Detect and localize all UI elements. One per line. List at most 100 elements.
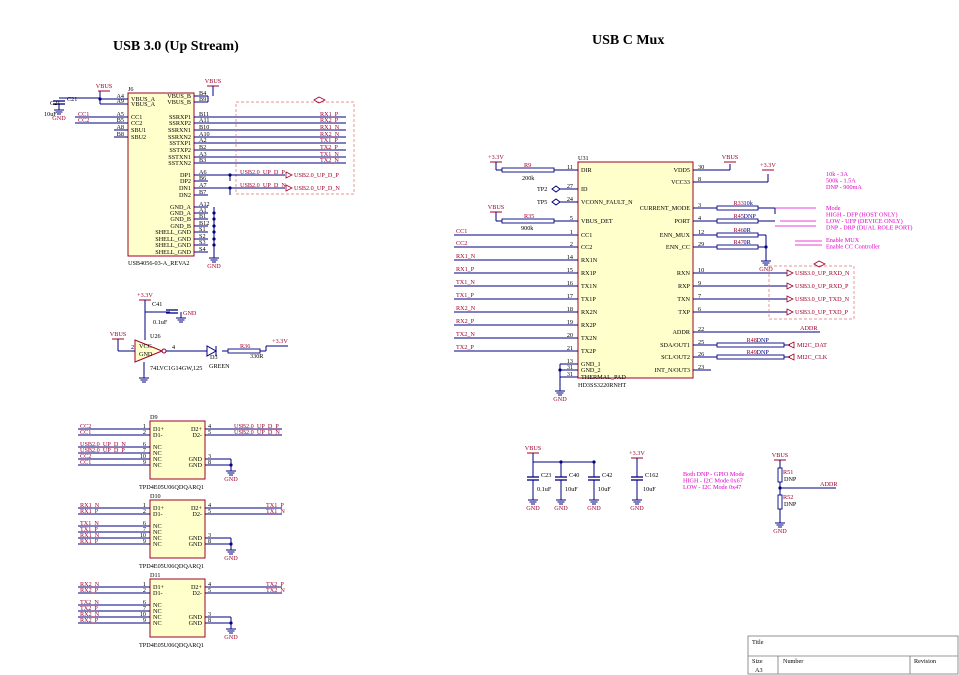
j6-pin-name: DP1 bbox=[180, 172, 191, 179]
tvs-part: TPD4E05U06QDQARQ1 bbox=[139, 642, 204, 649]
port-arrow bbox=[786, 295, 794, 303]
u31-ref: U31 bbox=[578, 155, 589, 162]
j6-pin-number: A5 bbox=[116, 111, 124, 118]
port-label: USB3.0_UP_RXD_P bbox=[795, 283, 849, 290]
net-label: RX2_N bbox=[80, 581, 100, 588]
title-block-field: Size bbox=[752, 658, 763, 665]
tvs-ref: D11 bbox=[150, 572, 160, 579]
power-label: +3.3V bbox=[137, 292, 153, 299]
j6-pin-name: SHELL_GND bbox=[155, 229, 191, 236]
cap-value: 10uF bbox=[565, 486, 578, 493]
resistor bbox=[716, 232, 759, 238]
net-label: USB2.0_UP_D_N bbox=[234, 429, 280, 436]
net-label: CC2 bbox=[78, 117, 89, 124]
gnd-label: GND bbox=[554, 505, 568, 512]
net-label: TX2_N bbox=[320, 157, 339, 164]
j6-pin-number: B8 bbox=[117, 131, 124, 138]
tvs-pin-name: GND bbox=[189, 535, 203, 542]
tvs-pin-number: 2 bbox=[143, 508, 146, 515]
u31-pin-number: 15 bbox=[567, 267, 573, 274]
net-label: TX1_P bbox=[80, 526, 98, 533]
svg-text:USB C Mux: USB C Mux bbox=[592, 33, 664, 48]
note-text: HIGH - I2C Mode 0x67 bbox=[683, 478, 743, 485]
tvs-pin-number: 1 bbox=[143, 423, 146, 430]
tvs-pin-number: 10 bbox=[140, 532, 146, 539]
gnd-label: GND bbox=[52, 115, 66, 122]
tvs-pin-name: GND bbox=[189, 462, 203, 469]
j6-pin-number: B11 bbox=[199, 111, 209, 118]
net-label: CC1 bbox=[80, 459, 91, 466]
group-marker bbox=[813, 260, 826, 268]
resistor-value: 0R bbox=[744, 227, 752, 234]
tvs-pin-number: 6 bbox=[143, 441, 146, 448]
j6-pin-number: B9 bbox=[199, 96, 206, 103]
tvs-pin-name: NC bbox=[153, 535, 162, 542]
port-arrow bbox=[285, 171, 293, 179]
u31-pin-number: 10 bbox=[698, 267, 704, 274]
net-label: TX2_N bbox=[266, 587, 285, 594]
pin-number: 2 bbox=[131, 344, 134, 351]
resistor bbox=[716, 244, 759, 250]
u31-pin-name: RX2N bbox=[581, 309, 598, 316]
port-label: USB3.0_UP_TXD_P bbox=[795, 309, 849, 316]
junction-dot bbox=[212, 237, 216, 241]
j6-pin-name: SSTXP1 bbox=[169, 140, 191, 147]
dashed-group bbox=[768, 265, 855, 320]
power-label: VBUS bbox=[488, 204, 505, 211]
net-label: RX1_N bbox=[456, 253, 476, 260]
mux-title: USB C Mux bbox=[592, 33, 664, 48]
j6-pin-number: A1 bbox=[199, 207, 207, 214]
tvs-pin-name: GND bbox=[189, 620, 203, 627]
tvs-pin-name: NC bbox=[153, 529, 162, 536]
resistor bbox=[716, 218, 759, 224]
net-label: RX1_N bbox=[80, 502, 100, 509]
note-text: 10k - 3A bbox=[826, 171, 849, 178]
gnd-label: GND bbox=[773, 528, 787, 535]
note-text: LOW - UFP (DEVICE ONLY) bbox=[826, 218, 903, 225]
j6-ref: J6 bbox=[128, 86, 134, 93]
resistor bbox=[716, 354, 785, 360]
j6-pin-number: B4 bbox=[199, 90, 206, 97]
gnd-label: GND bbox=[526, 505, 540, 512]
tvs-pin-number: 4 bbox=[208, 502, 211, 509]
net-label: TX1_N bbox=[266, 508, 285, 515]
j6-pin-name: CC1 bbox=[131, 114, 142, 121]
j6-pin-number: B3 bbox=[199, 157, 206, 164]
resistor-ref: R35 bbox=[524, 213, 534, 220]
title-block-field: Title bbox=[752, 639, 764, 646]
tvs-pin-name: D1- bbox=[153, 432, 163, 439]
net-label: CC1 bbox=[78, 111, 89, 118]
u31-pin-number: 3 bbox=[698, 202, 701, 209]
cap-ref: C21 bbox=[67, 96, 77, 103]
tvs-pin-name: GND bbox=[189, 541, 203, 548]
u31-pin-number: 11 bbox=[567, 164, 573, 171]
cap-ref: C23 bbox=[541, 472, 551, 479]
net-label: TX1_N bbox=[80, 520, 99, 527]
u31-pin-name: TXN bbox=[677, 296, 690, 303]
j6-pin-name: DP2 bbox=[180, 178, 191, 185]
tp-label: TP5 bbox=[537, 199, 547, 206]
tvs-body bbox=[149, 420, 206, 480]
u31-pin-name: PORT bbox=[675, 218, 691, 225]
tvs-pin-name: NC bbox=[153, 602, 162, 609]
testpoint-tp5 bbox=[551, 198, 561, 206]
j6-pin-name: SHELL_GND bbox=[155, 236, 191, 243]
usb3-title: USB 3.0 (Up Stream) bbox=[113, 39, 239, 54]
pin-number: 4 bbox=[172, 344, 175, 351]
net-label: RX1_P bbox=[320, 111, 339, 118]
gnd-label: GND bbox=[207, 263, 221, 270]
port-label: USB2.0_UP_D_P bbox=[294, 172, 339, 179]
j6-pin-name: SSTXP2 bbox=[169, 147, 191, 154]
tvs-pin-name: NC bbox=[153, 620, 162, 627]
resistor-ref: R48 bbox=[747, 337, 757, 344]
tvs-pin-number: 1 bbox=[143, 581, 146, 588]
u31-pin-number: 16 bbox=[567, 280, 573, 287]
j6-pin-name: SSTXN1 bbox=[168, 154, 191, 161]
tvs-pin-number: 2 bbox=[143, 587, 146, 594]
tp-label: TP2 bbox=[537, 186, 547, 193]
j6-pin-number: A11 bbox=[199, 117, 209, 124]
cap-ref: C41 bbox=[152, 301, 162, 308]
net-label: USB2.0_UP_D_N bbox=[80, 441, 126, 448]
net-label: TX1_N bbox=[320, 151, 339, 158]
u31-pin-number: 9 bbox=[698, 280, 701, 287]
